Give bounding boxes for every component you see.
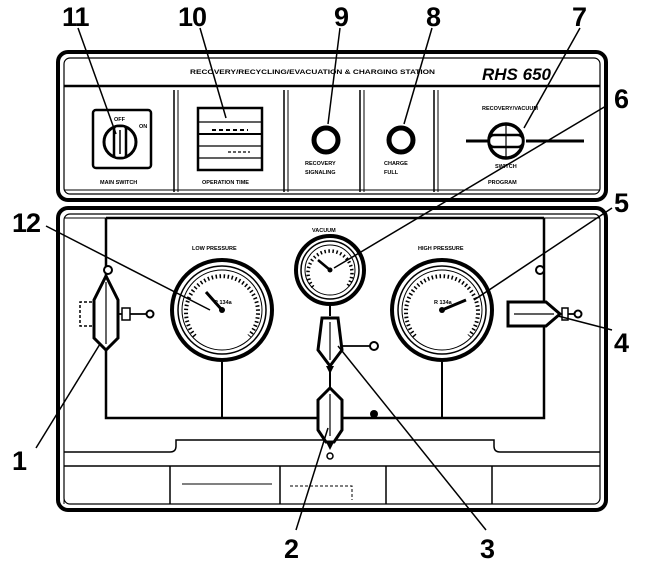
operation-time-label: OPERATION TIME [202,180,249,186]
recovery-indicator-label-2: SIGNALING [305,170,336,176]
callout-4: 4 [614,328,629,358]
callout-11: 11 [62,2,90,32]
recovery-signaling-lamp [311,125,341,155]
selector-mid-label: SWITCH [495,164,517,170]
callout-1: 1 [12,446,27,476]
center-lower-valve[interactable] [316,385,344,460]
left-service-valve[interactable] [79,272,155,353]
high-pressure-face-text: R 134a [434,300,453,306]
low-pressure-label: LOW PRESSURE [192,246,237,252]
switch-on-label: ON [139,124,147,130]
low-pressure-face-text: R 134a [214,300,233,306]
callout-6: 6 [614,84,629,114]
high-pressure-label: HIGH PRESSURE [418,246,464,252]
center-upper-valve[interactable] [316,316,344,374]
upper-control-panel [56,50,608,202]
main-switch-label: MAIN SWITCH [100,180,137,186]
program-selector-knob[interactable] [466,122,584,160]
panel-title: RECOVERY/RECYCLING/EVACUATION & CHARGING… [190,70,435,76]
callout-7: 7 [572,2,586,32]
selector-bottom-label: PROGRAM [488,180,517,186]
main-switch[interactable] [91,108,153,170]
panel-model: RHS 650 [482,65,552,84]
callout-9: 9 [334,2,349,32]
callout-2: 2 [284,534,298,564]
charge-full-lamp [386,125,416,155]
callout-10: 10 [178,2,206,32]
switch-off-label: OFF [114,117,126,123]
callout-5: 5 [614,188,629,218]
operation-time-counter [196,106,264,172]
right-service-valve[interactable] [506,300,583,328]
callout-12: 12 [12,208,40,238]
vacuum-gauge [294,234,366,306]
low-pressure-gauge [170,258,274,362]
selector-top-label: RECOVERY/VACUUM [482,106,538,112]
charge-indicator-label-2: FULL [384,170,399,176]
callout-3: 3 [480,534,495,564]
leader-lines [35,27,613,531]
high-pressure-gauge [390,258,494,362]
vacuum-label: VACUUM [312,228,336,234]
charge-indicator-label-1: CHARGE [384,161,408,167]
callout-8: 8 [426,2,441,32]
recovery-indicator-label-1: RECOVERY [305,161,336,167]
